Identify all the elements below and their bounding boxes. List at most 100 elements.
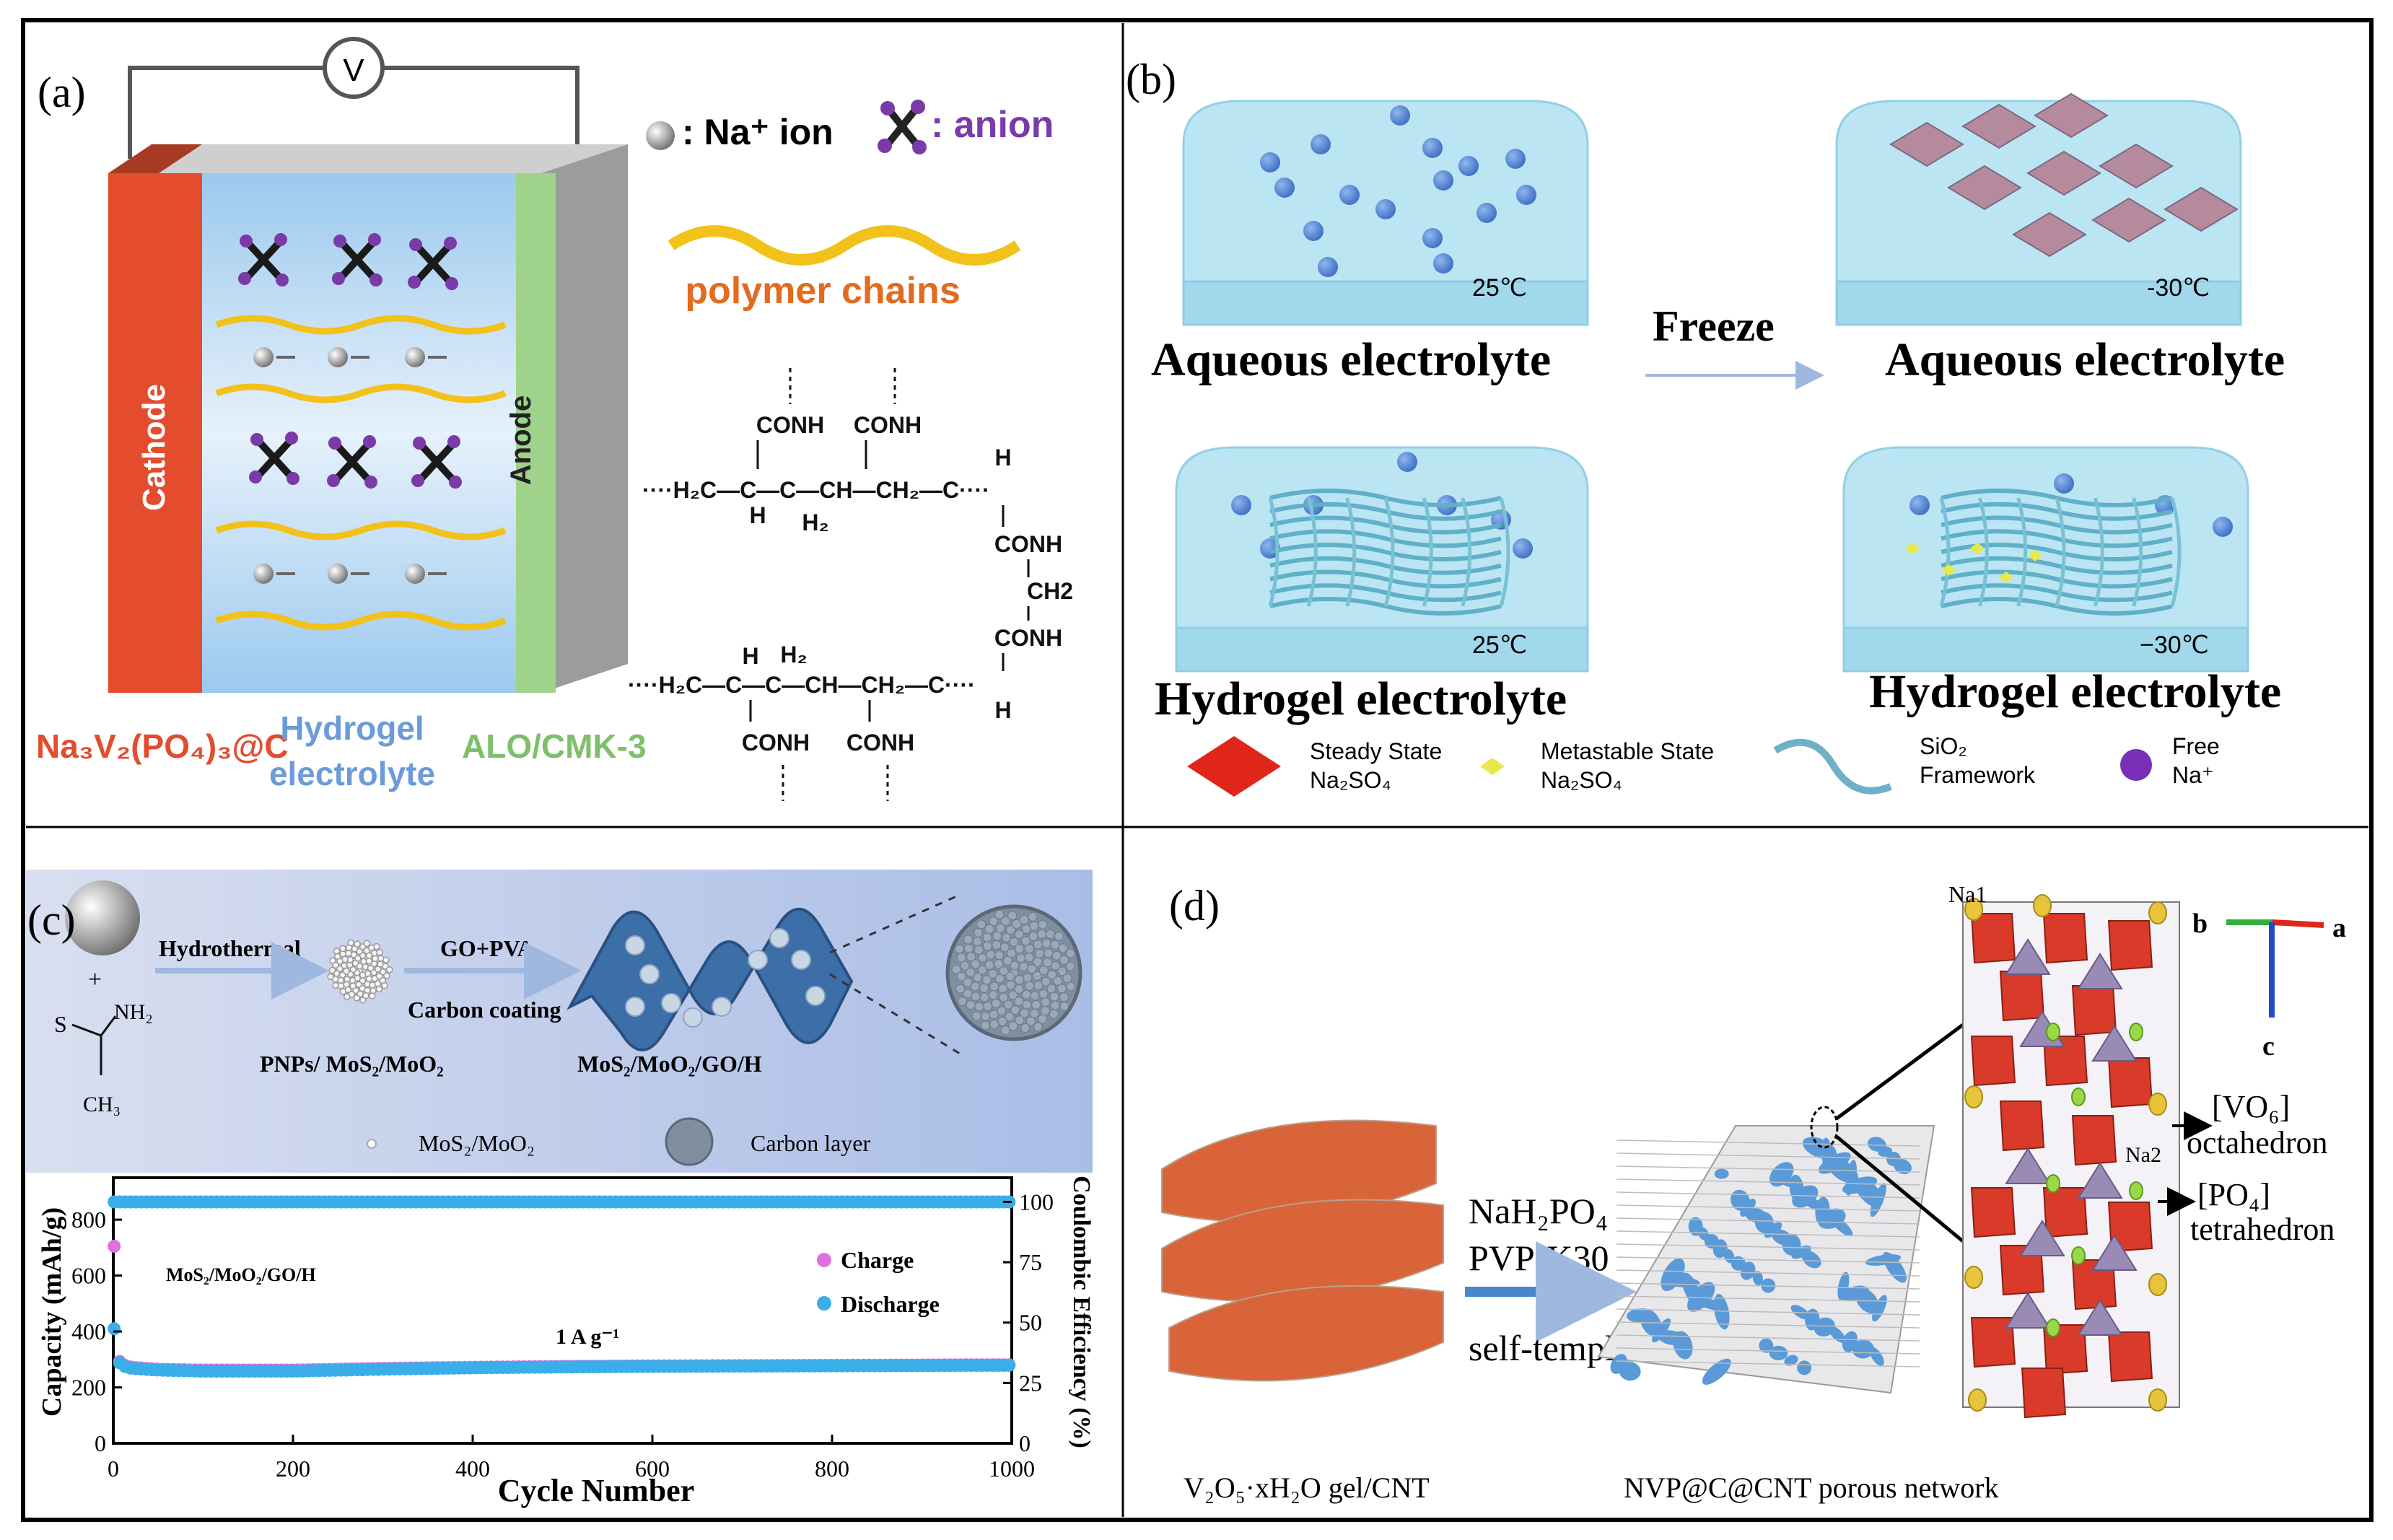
pnp-particle xyxy=(369,992,376,999)
anion-atom xyxy=(328,437,341,450)
nvp-particle xyxy=(1661,1258,1685,1292)
panel-d: (d) V₂O₅·xH₂O gel/CNT NaH₂PO₄ PVP-K30 se… xyxy=(1161,881,2346,1504)
surface-grain xyxy=(1015,1015,1025,1025)
metastable-crystal xyxy=(1970,543,1985,554)
plus-sign: + xyxy=(88,966,102,993)
vo6-label: [VO₆] xyxy=(2212,1089,2290,1124)
na-ion-dot xyxy=(1339,185,1360,205)
nvp-particle xyxy=(1814,1317,1835,1337)
y2-tick-label: 25 xyxy=(1019,1370,1042,1396)
coated-particle xyxy=(712,997,732,1017)
surface-grain xyxy=(1050,940,1060,950)
vo6-octahedron xyxy=(2042,1187,2088,1238)
anion-atom xyxy=(332,272,345,285)
surface-grain xyxy=(1014,997,1024,1007)
surface-grain xyxy=(979,992,989,1002)
y-axis-title: Capacity (mAh/g) xyxy=(37,1207,67,1417)
na1-label: Na1 xyxy=(1948,881,1987,907)
anion-atom xyxy=(369,274,382,286)
surface-grain xyxy=(999,992,1009,1002)
na-ion-dot xyxy=(1397,452,1417,472)
metastable-icon xyxy=(1480,758,1505,775)
h-3: H xyxy=(742,643,758,669)
na2so4-crystal xyxy=(2091,197,2166,243)
panel-c: (c) + S NH₂ CH₃ Hydrothermal GO+PVA Carb… xyxy=(26,870,1095,1508)
po4-tetrahedron xyxy=(2005,1147,2051,1184)
surface-grain xyxy=(1021,924,1031,935)
surface-grain xyxy=(995,923,1005,933)
surface-grain xyxy=(1033,957,1043,967)
na-ion-dot xyxy=(1909,495,1930,515)
thiourea-ch3: CH₃ xyxy=(83,1093,121,1116)
surface-grain xyxy=(1002,955,1012,966)
axis-b-label: b xyxy=(2192,909,2208,939)
surface-grain xyxy=(1025,1016,1036,1026)
x-tick-label: 600 xyxy=(635,1456,670,1482)
anion-atom xyxy=(333,235,346,248)
surface-grain xyxy=(960,961,970,971)
freeze-label: Freeze xyxy=(1653,302,1775,350)
na2so4-crystal xyxy=(2034,92,2109,139)
conh-6: CONH xyxy=(846,730,914,756)
surface-grain xyxy=(1027,964,1037,974)
tetrahedron-label: tetrahedron xyxy=(2190,1212,2335,1247)
surface-grain xyxy=(989,990,998,1000)
x-tick-label: 200 xyxy=(276,1456,310,1482)
surface-grain xyxy=(1038,966,1049,976)
polymer-chain xyxy=(215,383,507,403)
surface-grain xyxy=(1054,931,1064,941)
na1-site xyxy=(2148,1388,2167,1412)
mos2-legend-icon xyxy=(367,1139,377,1149)
vo6-octahedron xyxy=(1970,1187,2016,1238)
polymer-chain xyxy=(215,315,507,335)
surface-grain xyxy=(1028,911,1038,922)
free-na-label: Na⁺ xyxy=(2172,762,2214,788)
surface-grain xyxy=(1009,937,1019,947)
surface-grain xyxy=(1032,971,1042,981)
cnt-fiber xyxy=(1616,1243,1920,1251)
surface-grain xyxy=(1025,981,1035,991)
surface-grain xyxy=(989,916,999,927)
na2so4-crystal xyxy=(1889,121,1964,167)
surface-grain xyxy=(998,984,1008,994)
cnt-fiber xyxy=(1616,1139,1920,1147)
anion-icon xyxy=(249,432,299,485)
panel-b: (b) 25℃ -30℃ Aqueous electrolyte Aqueous… xyxy=(1126,56,2285,797)
pnp-particle xyxy=(373,942,380,950)
chart-plot-frame xyxy=(112,1176,1013,1445)
slab-side xyxy=(1182,280,1589,326)
na-ion-icon xyxy=(646,121,675,150)
na-ion-dot xyxy=(1390,105,1410,126)
surface-grain xyxy=(958,997,968,1006)
sio2-strand xyxy=(1941,515,2173,535)
steady-sub: Na₂SO₄ xyxy=(1310,767,1391,793)
octahedron-label: octahedron xyxy=(2187,1125,2327,1160)
na2so4-crystal xyxy=(2026,150,2101,196)
na1-site xyxy=(1964,1266,1983,1289)
pnp-particle xyxy=(345,950,352,957)
nvp-particles xyxy=(1610,1137,1920,1385)
vo6-octahedron xyxy=(1970,1036,2016,1087)
surface-grain xyxy=(994,909,1005,919)
surface-grain xyxy=(1005,1012,1015,1022)
surface-grain xyxy=(1008,1021,1018,1031)
pnp-cluster-icon xyxy=(327,939,393,1004)
sio2-strand xyxy=(1269,515,1502,535)
surface-grain xyxy=(1034,948,1044,958)
zoom-line-top xyxy=(1835,1023,1964,1121)
na2-label: Na2 xyxy=(2125,1143,2161,1167)
axis-a-arrow xyxy=(2271,919,2324,928)
surface-grain xyxy=(1023,973,1033,983)
conh-3: CONH xyxy=(994,531,1062,557)
anion-atom xyxy=(413,437,426,450)
po4-tetrahedron xyxy=(2077,1162,2123,1199)
surface-grain xyxy=(1022,999,1032,1010)
surface-grain xyxy=(1031,1000,1041,1010)
meta-sub: Na₂SO₄ xyxy=(1541,767,1622,793)
surface-grain xyxy=(971,981,980,992)
vo6-octahedron xyxy=(2042,1036,2088,1087)
cell-side-face xyxy=(541,144,628,693)
cnt-fiber xyxy=(1616,1334,1920,1342)
surface-grain xyxy=(956,971,966,981)
